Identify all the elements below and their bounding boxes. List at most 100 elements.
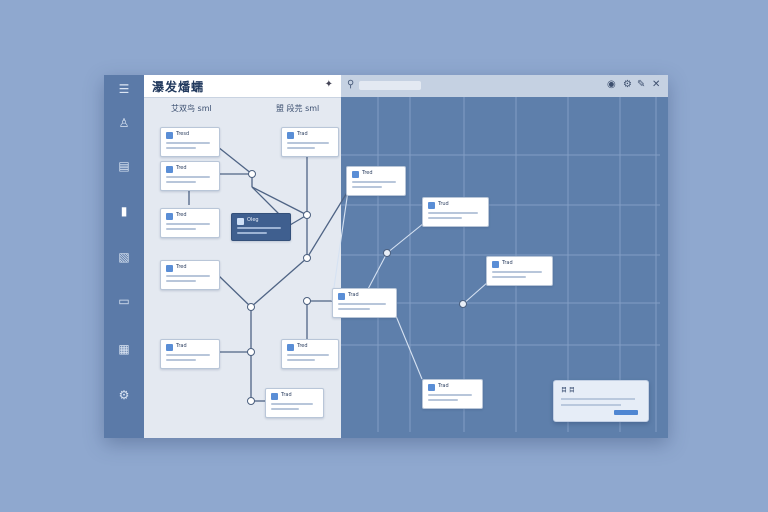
node-line [428, 212, 478, 214]
search-input[interactable] [359, 81, 421, 90]
node-icon [166, 166, 173, 173]
flow-node[interactable]: Tred [346, 166, 406, 196]
node-label: Tresd [176, 131, 190, 137]
flow-node[interactable]: Trad [281, 127, 339, 157]
node-label: Trad [502, 260, 513, 266]
node-label: Trud [438, 201, 449, 207]
node-line [338, 303, 386, 305]
node-line [237, 232, 267, 234]
junction-point[interactable] [247, 348, 255, 356]
properties-panel: 目 目 [553, 380, 649, 422]
flow-node[interactable]: Trad [422, 379, 483, 409]
junction-point[interactable] [459, 300, 467, 308]
info-icon[interactable]: ◉ [607, 79, 616, 90]
node-line [287, 142, 329, 144]
panel-line [561, 398, 635, 400]
node-icon [338, 293, 345, 300]
node-icon [166, 213, 173, 220]
flow-node[interactable]: Trud [422, 197, 489, 227]
node-line [338, 308, 370, 310]
close-icon[interactable]: ✕ [652, 79, 661, 90]
flow-node[interactable]: Trad [265, 388, 324, 418]
title-bar: 瀑发燔蠕 ✦ [144, 75, 341, 98]
node-label: Trad [176, 343, 187, 349]
column-header-2: 盟 段芫 sml [276, 104, 320, 113]
node-icon [166, 132, 173, 139]
node-label: Trad [438, 383, 449, 389]
node-icon [428, 384, 435, 391]
pin-icon[interactable]: ✎ [637, 79, 646, 90]
flow-node[interactable]: Tred [160, 208, 220, 238]
node-line [492, 271, 542, 273]
node-icon [271, 393, 278, 400]
canvas-toolbar: ⚲ ◉ ⚙ ✎ ✕ [341, 75, 668, 97]
menu-icon[interactable]: ☰ [118, 82, 130, 96]
node-line [287, 147, 315, 149]
flow-node[interactable]: Tresd [160, 127, 220, 157]
node-line [428, 394, 472, 396]
node-label: Trad [348, 292, 359, 298]
user-icon[interactable]: ♙ [118, 116, 130, 130]
node-line [166, 223, 210, 225]
node-line [271, 408, 299, 410]
window-title: 瀑发燔蠕 [152, 80, 205, 94]
sparkle-icon[interactable]: ✦ [324, 79, 333, 90]
node-label: Oleg [247, 217, 259, 223]
calendar-icon[interactable]: ▦ [118, 342, 130, 356]
node-label: Tred [362, 170, 373, 176]
junction-point[interactable] [303, 254, 311, 262]
node-label: Tred [176, 165, 187, 171]
apply-button[interactable] [614, 410, 638, 415]
node-line [166, 275, 210, 277]
node-line [166, 181, 196, 183]
column-header-1: 艾双鸟 sml [171, 104, 212, 113]
flow-node[interactable]: Tred [160, 260, 220, 290]
flow-node[interactable]: Trad [160, 339, 220, 369]
node-icon [428, 202, 435, 209]
junction-point[interactable] [303, 211, 311, 219]
node-line [428, 217, 462, 219]
flow-node[interactable]: Trad [486, 256, 553, 286]
gear-icon[interactable]: ⚙ [623, 79, 632, 90]
node-line [492, 276, 526, 278]
node-icon [352, 171, 359, 178]
node-line [166, 359, 196, 361]
junction-point[interactable] [247, 303, 255, 311]
node-label: Trad [297, 131, 308, 137]
node-label: Tred [297, 343, 308, 349]
node-line [352, 186, 382, 188]
node-line [287, 359, 315, 361]
node-label: Tred [176, 264, 187, 270]
node-label: Tred [176, 212, 187, 218]
node-line [352, 181, 396, 183]
selected-flow-node[interactable]: Oleg [231, 213, 291, 241]
junction-point[interactable] [247, 397, 255, 405]
node-icon [237, 218, 244, 225]
node-icon [166, 265, 173, 272]
document-icon[interactable]: ▤ [118, 159, 130, 173]
node-line [166, 280, 196, 282]
flow-node[interactable]: Trad [332, 288, 397, 318]
panel-title: 目 目 [561, 387, 575, 394]
panel-line [561, 404, 621, 406]
node-line [237, 227, 281, 229]
icon-rail: ☰ ♙ ▤ ▮ ▧ ▭ ▦ ⚙ [104, 75, 144, 438]
junction-point[interactable] [248, 170, 256, 178]
junction-point[interactable] [383, 249, 391, 257]
app-window: ☰ ♙ ▤ ▮ ▧ ▭ ▦ ⚙ 瀑发燔蠕 ✦ 艾双鸟 sml 盟 段芫 sml … [104, 75, 668, 438]
book-icon[interactable]: ▧ [118, 250, 130, 264]
settings-icon[interactable]: ⚙ [118, 388, 130, 402]
node-icon [287, 132, 294, 139]
flow-node[interactable]: Tred [160, 161, 220, 191]
monitor-icon[interactable]: ▭ [118, 294, 130, 308]
search-icon: ⚲ [347, 79, 355, 90]
node-line [166, 228, 196, 230]
node-line [271, 403, 313, 405]
node-line [287, 354, 329, 356]
flow-node[interactable]: Tred [281, 339, 339, 369]
column-icon[interactable]: ▮ [120, 204, 128, 218]
junction-point[interactable] [303, 297, 311, 305]
node-icon [492, 261, 499, 268]
node-line [166, 354, 210, 356]
node-line [166, 142, 210, 144]
